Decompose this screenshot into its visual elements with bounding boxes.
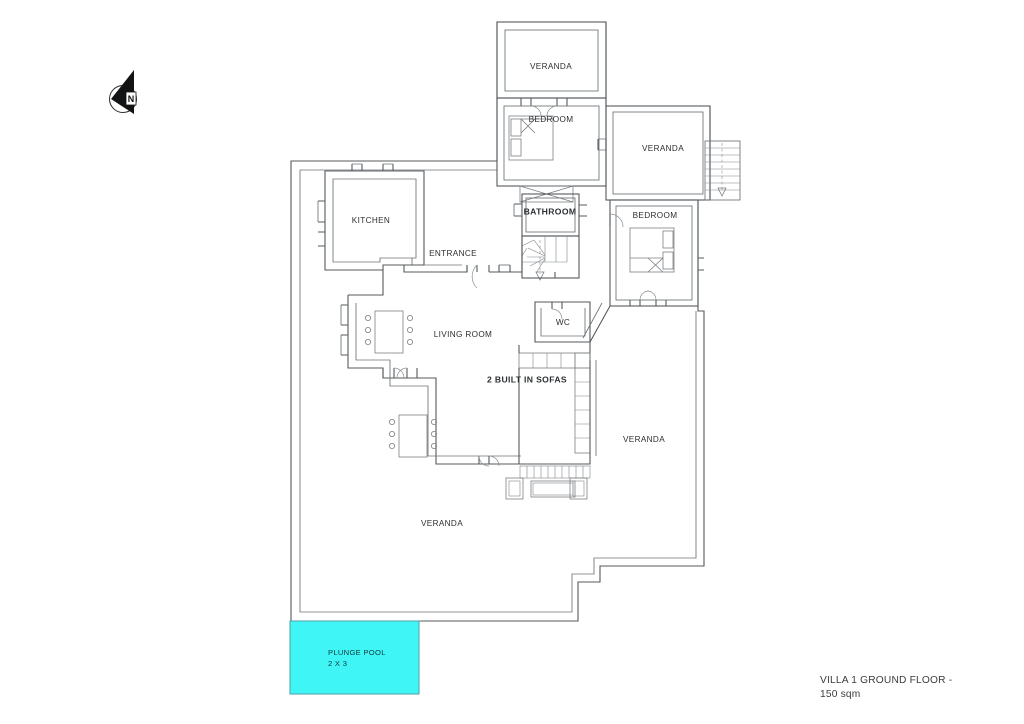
label-veranda-top: VERANDA [530,62,572,71]
room-bedroom-top [496,97,607,203]
bed-top [508,115,554,161]
label-veranda-right: VERANDA [642,144,684,153]
north-arrow-icon: N [104,68,148,118]
plunge-pool: PLUNGE POOL 2 X 3 [289,620,420,695]
title-line-1: VILLA 1 GROUND FLOOR - [820,675,953,686]
room-entrance [403,236,523,289]
label-wc: WC [556,318,570,327]
dining-table-lower [388,414,437,458]
north-arrow-graphic: N [109,70,137,114]
stairs-internal [521,235,580,281]
stairs-exterior [704,140,741,201]
room-wc [534,301,611,360]
label-bedroom-top: BEDROOM [529,115,574,124]
label-living-room: LIVING ROOM [434,330,492,339]
label-built-in-sofas: 2 BUILT IN SOFAS [487,374,567,384]
label-veranda-south: VERANDA [421,519,463,528]
room-labels: VERANDA BEDROOM VERANDA BATHROOM BEDROOM… [352,62,684,528]
dining-table-upper [364,310,413,354]
built-in-sofas [518,345,597,465]
room-bedroom-right [609,199,704,307]
title-block: VILLA 1 GROUND FLOOR - 150 sqm [820,674,1010,702]
title-line-2: 150 sqm [820,689,861,700]
north-letter: N [128,94,135,104]
label-kitchen: KITCHEN [352,216,390,225]
room-living-room [340,270,521,467]
label-bathroom: BATHROOM [524,206,577,216]
label-entrance: ENTRANCE [429,249,477,258]
label-bedroom-right: BEDROOM [633,211,678,220]
outdoor-steps-and-furniture [505,465,591,500]
room-kitchen [291,160,497,271]
pool-label-line2: 2 X 3 [328,659,347,668]
pool-label-line1: PLUNGE POOL [328,648,386,657]
label-veranda-east: VERANDA [623,435,665,444]
room-veranda-top [496,21,607,99]
bed-right [629,227,675,273]
